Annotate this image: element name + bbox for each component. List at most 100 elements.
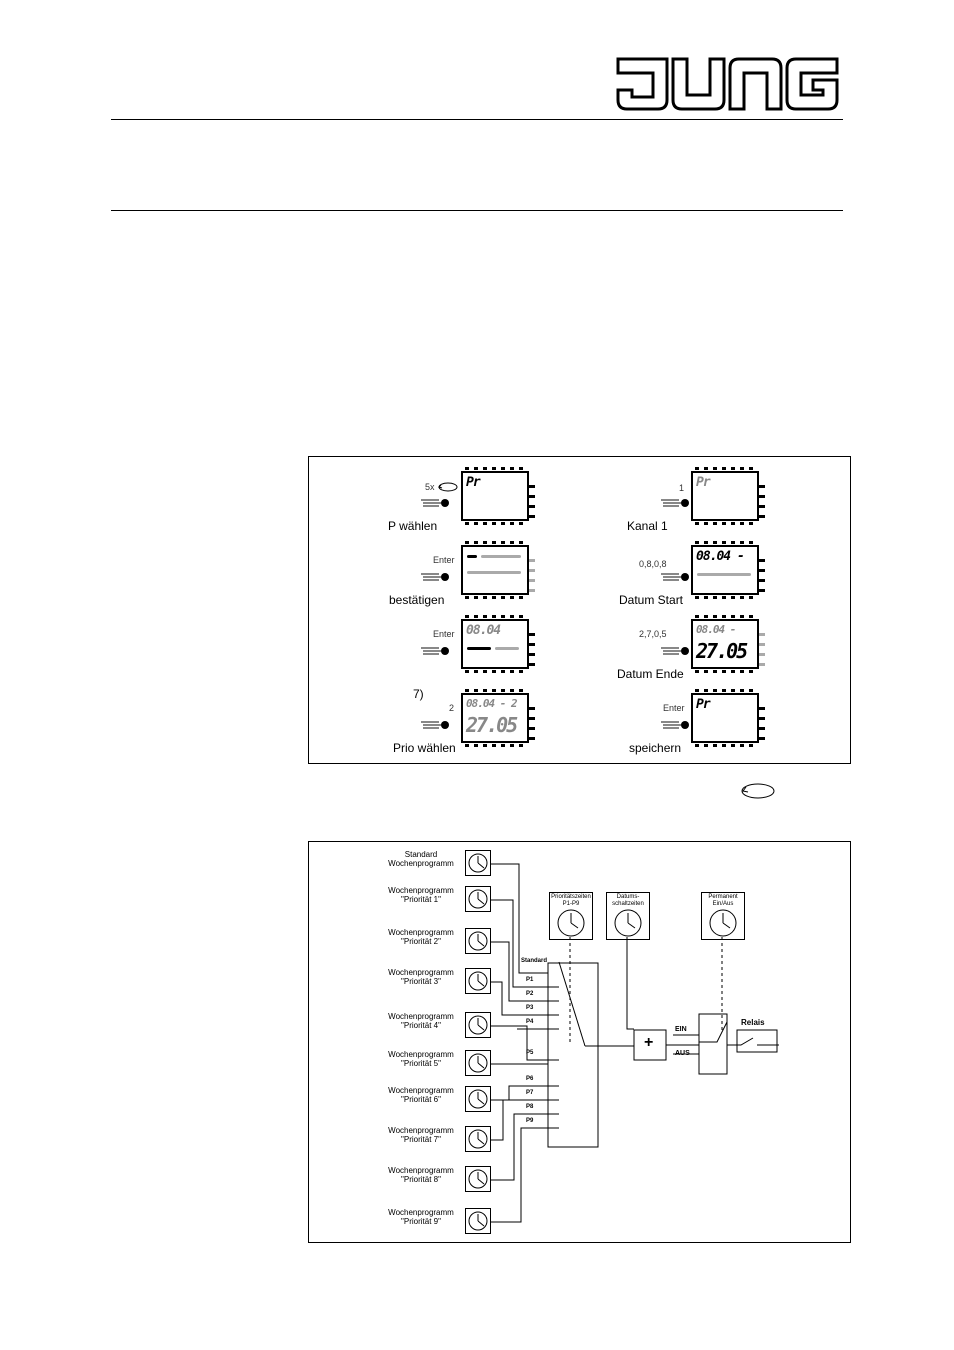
date-times-box: Datums- schaltzeiten [606, 892, 650, 940]
step-key: 2 [449, 703, 455, 713]
program-label-2: "Priorität 6" [401, 1095, 441, 1104]
program-label: Wochenprogramm [388, 1126, 454, 1135]
step-label: bestätigen [389, 593, 445, 607]
lcd-text: Pr [466, 475, 481, 490]
hand-press-icon [661, 499, 689, 507]
program-label: Wochenprogramm [388, 928, 454, 937]
program-label: Wochenprogramm [388, 968, 454, 977]
box-label: Permanent [708, 894, 738, 900]
step-key: Enter [663, 703, 685, 713]
program-clock-box [465, 1166, 491, 1192]
bus-label: P8 [526, 1104, 534, 1110]
clock-icon [557, 909, 585, 937]
box-label: Datums- [616, 894, 640, 900]
permanent-box: Permanent Ein/Aus [701, 892, 745, 940]
step-label: speichern [629, 741, 682, 755]
clock-icon [468, 1169, 488, 1189]
ein-label: EIN [675, 1026, 687, 1033]
bus-label: P7 [526, 1090, 534, 1096]
step-key: Enter [433, 629, 455, 639]
clock-icon [468, 971, 488, 991]
program-label: Wochenprogramm [388, 1050, 454, 1059]
program-clock-box [465, 968, 491, 994]
step-label: Datum Ende [617, 667, 684, 681]
hand-press-icon [421, 499, 449, 507]
lcd-text-2: 27.05 [696, 639, 748, 663]
rotate-icon [741, 783, 775, 799]
bus-label: P5 [526, 1050, 534, 1056]
program-label-2: "Priorität 1" [401, 895, 441, 904]
program-clock-box [465, 1050, 491, 1076]
priority-times-box: Prioritätszeiten P1-P9 [549, 892, 593, 940]
program-label: Standard [404, 850, 438, 859]
program-label: Wochenprogramm [388, 886, 454, 895]
box-label-2: P1-P9 [562, 901, 580, 907]
clock-icon [468, 889, 488, 909]
hand-press-icon [661, 721, 689, 729]
program-clock-box [465, 1126, 491, 1152]
program-label-2: "Priorität 9" [401, 1217, 441, 1226]
bus-label: P2 [526, 991, 534, 997]
step-label: Datum Start [619, 593, 684, 607]
hand-press-icon [421, 573, 449, 581]
bus-label: P3 [526, 1005, 534, 1011]
step-enter-datum: Enter 08.04 [369, 615, 589, 691]
step-datum-ende: 2,7,0,5 Datum Ende 08.04 - 27.05 [609, 615, 829, 691]
lcd-text: 08.04 - 2 [466, 697, 518, 710]
clock-icon [468, 931, 488, 951]
clock-icon [468, 1015, 488, 1035]
lcd-text: 08.04 - [696, 623, 736, 636]
program-label-2: "Priorität 5" [401, 1059, 441, 1068]
clock-icon [709, 909, 737, 937]
step-key: 0,8,0,8 [639, 559, 667, 569]
aus-label: AUS [675, 1050, 690, 1057]
hand-press-icon [661, 647, 689, 655]
programming-steps-figure: 5x P wählen Pr Enter bestätigen Enter 08… [308, 456, 851, 764]
step-key: Enter [433, 555, 455, 565]
clock-icon [468, 1211, 488, 1231]
rotate-icon [438, 482, 458, 492]
lcd-display: 08.04 - 2 27.05 [461, 689, 535, 747]
clock-icon [614, 909, 642, 937]
program-clock-box [465, 1208, 491, 1234]
program-label-2: "Priorität 3" [401, 977, 441, 986]
step-key: 2,7,0,5 [639, 629, 667, 639]
program-label-2: "Priorität 8" [401, 1175, 441, 1184]
step-kanal-1: 1 Kanal 1 Pr [609, 467, 829, 543]
step-bestaetigen: Enter bestätigen [369, 541, 589, 617]
program-label-2: "Priorität 4" [401, 1021, 441, 1030]
bus-label: Standard [521, 958, 548, 964]
clock-icon [468, 1053, 488, 1073]
step-label: Kanal 1 [627, 519, 668, 533]
box-label-2: Ein/Aus [712, 901, 734, 907]
lcd-display: 08.04 - 27.05 [691, 615, 765, 673]
clock-icon [468, 1089, 488, 1109]
step-label: P wählen [388, 519, 438, 533]
lcd-text-2: 27.05 [466, 713, 518, 737]
lcd-text: Pr [696, 697, 711, 712]
step-marker: 7) [413, 687, 424, 701]
plus-label: + [644, 1034, 654, 1051]
program-clock-box [465, 1086, 491, 1112]
box-label-2: schaltzeiten [612, 901, 644, 907]
hand-press-icon [421, 721, 449, 729]
bus-label: P1 [526, 977, 534, 983]
program-clock-box [465, 886, 491, 912]
step-datum-start: 0,8,0,8 Datum Start 08.04 - [609, 541, 829, 617]
program-label: Wochenprogramm [388, 1166, 454, 1175]
relais-label: Relais [741, 1018, 765, 1027]
lcd-text: Pr [696, 475, 711, 490]
hand-press-icon [661, 573, 689, 581]
step-speichern: Enter speichern Pr [609, 689, 829, 763]
bus-label: P4 [526, 1019, 534, 1025]
lcd-text: 08.04 - [696, 549, 745, 564]
clock-icon [468, 853, 488, 873]
step-key: 1 [679, 483, 685, 493]
program-label: Wochenprogramm [388, 1086, 454, 1095]
lcd-display: Pr [691, 689, 765, 747]
program-clock-box [465, 1012, 491, 1038]
program-label: Wochenprogramm [388, 1208, 454, 1217]
program-label-2: "Priorität 7" [401, 1135, 441, 1144]
lcd-text: 08.04 [466, 623, 501, 638]
